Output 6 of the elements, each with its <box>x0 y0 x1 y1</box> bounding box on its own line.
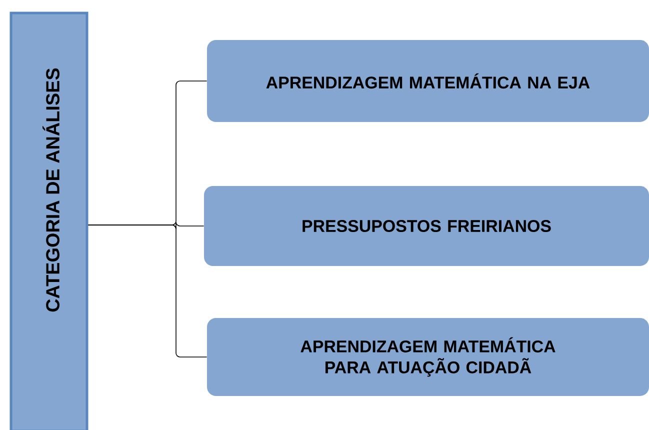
category-box: PRESSUPOSTOS FREIRIANOS <box>204 186 649 266</box>
category-bar <box>10 12 88 430</box>
category-box: APRENDIZAGEM MATEMÁTICA PARA ATUAÇÃO CIDADÃ <box>207 318 649 396</box>
category-box: APRENDIZAGEM MATEMÁTICA NA EJA <box>207 40 649 122</box>
category-title: CATEGORIA DE ANÁLISES <box>42 68 60 312</box>
connector-line <box>88 224 208 358</box>
